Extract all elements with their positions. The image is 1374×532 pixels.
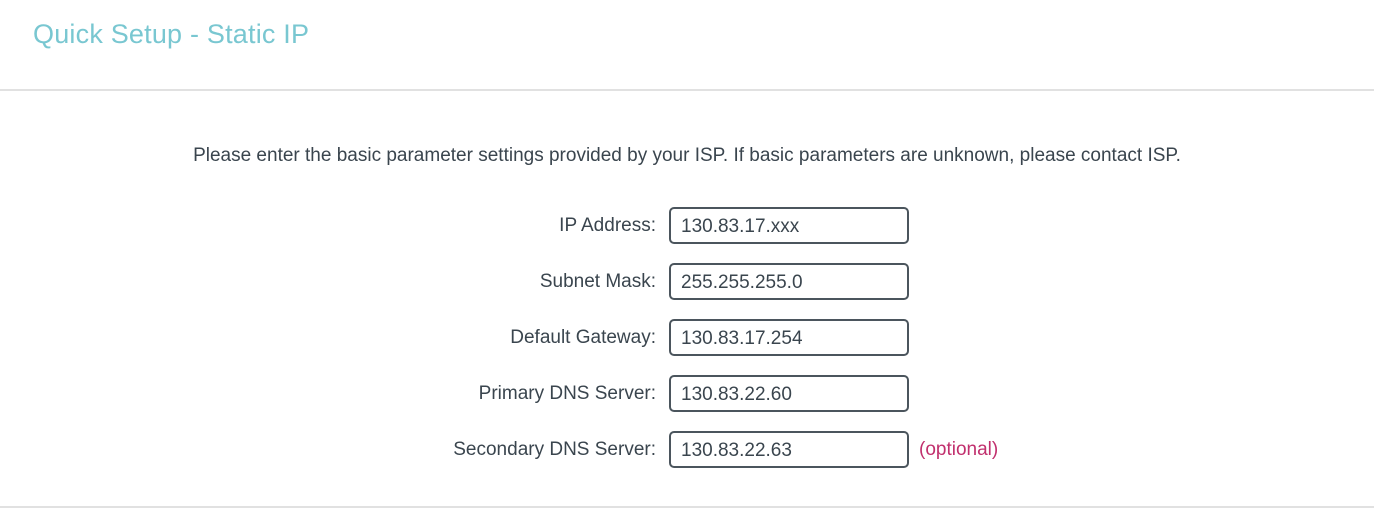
form-row-ip-address: IP Address: (0, 207, 1374, 244)
page-title: Quick Setup - Static IP (33, 19, 310, 49)
secondary-dns-input[interactable] (669, 431, 909, 468)
primary-dns-input[interactable] (669, 375, 909, 412)
instruction-text: Please enter the basic parameter setting… (193, 145, 1181, 166)
form-row-default-gateway: Default Gateway: (0, 319, 1374, 356)
default-gateway-input[interactable] (669, 319, 909, 356)
subnet-mask-input[interactable] (669, 263, 909, 300)
form-row-secondary-dns: Secondary DNS Server: (optional) (0, 431, 1374, 468)
page-header: Quick Setup - Static IP (0, 0, 1374, 91)
secondary-dns-label: Secondary DNS Server: (453, 438, 656, 460)
optional-note: (optional) (919, 438, 999, 460)
subnet-mask-label: Subnet Mask: (539, 270, 656, 292)
form-row-subnet-mask: Subnet Mask: (0, 263, 1374, 300)
ip-address-label: IP Address: (559, 214, 656, 236)
ip-address-input[interactable] (669, 207, 909, 244)
form-row-primary-dns: Primary DNS Server: (0, 375, 1374, 412)
default-gateway-label: Default Gateway: (510, 326, 656, 348)
primary-dns-label: Primary DNS Server: (478, 382, 656, 404)
static-ip-form: IP Address: Subnet Mask: Default Gateway… (0, 207, 1374, 468)
footer-divider (0, 506, 1374, 508)
